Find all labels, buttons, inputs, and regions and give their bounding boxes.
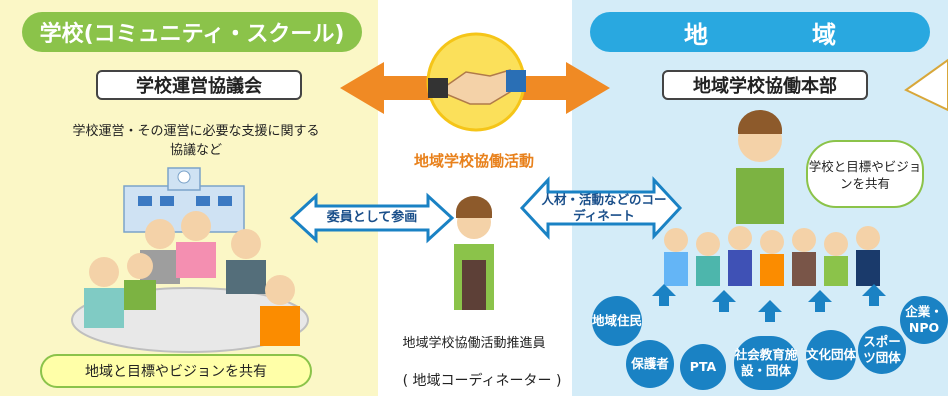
coordinator-title: ( 地域コーディネーター ): [402, 373, 562, 389]
coordination-arrow: [519, 176, 683, 240]
school-building-icon: [123, 167, 245, 233]
school-shared-vision-bubble: 地域と目標やビジョンを共有: [40, 354, 312, 388]
upward-arrows: [652, 284, 886, 322]
headquarters-label: 地域学校協働本部: [662, 70, 868, 100]
region-title: 地 域: [590, 12, 930, 52]
coordination-label: 人材・活動などのコーディネート: [541, 192, 667, 223]
speech-pointer: [904, 58, 948, 112]
group-residents: 地域住民: [592, 296, 642, 346]
participation-label: 委員として参画: [326, 210, 418, 225]
region-shared-vision-bubble: 学校と目標やビジョンを共有: [806, 140, 924, 208]
group-guardians: 保護者: [626, 340, 674, 388]
community-people-illustration: [664, 226, 880, 286]
group-sports: スポーツ団体: [858, 326, 906, 374]
coordinator-person-icon: [454, 196, 494, 310]
meeting-people-illustration: [84, 211, 300, 346]
council-label: 学校運営協議会: [96, 70, 302, 100]
group-culture: 文化団体: [806, 330, 856, 380]
group-social-education: 社会教育施設・団体: [734, 336, 798, 390]
group-pta: PTA: [680, 344, 726, 390]
group-companies-npo: 企業・NPO: [900, 296, 948, 344]
coordinator-role: 地域学校協働活動推進員: [402, 336, 546, 351]
council-description: 学校運営・その運営に必要な支援に関する協議など: [72, 124, 320, 158]
activity-label: 地域学校協働活動: [413, 152, 534, 170]
school-title: 学校(コミュニティ・スクール): [22, 12, 362, 52]
participation-arrow: [289, 192, 455, 244]
region-leader-person-icon: [736, 110, 784, 224]
